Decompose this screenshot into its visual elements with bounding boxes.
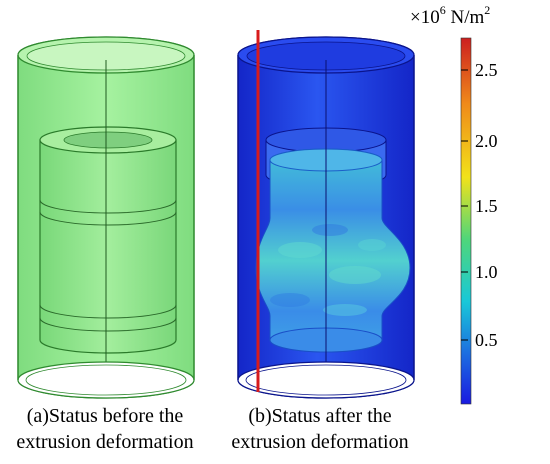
caption-panel-a: (a)Status before the extrusion deformati… — [0, 403, 210, 455]
unit-prefix: ×10 — [410, 7, 440, 28]
unit-suffix: N/m — [445, 7, 485, 28]
colorbar-tick-label: 0.5 — [475, 330, 498, 350]
colorbar-tick-label: 2.0 — [475, 131, 498, 151]
colorbar-gradient — [460, 37, 472, 405]
panel-b-model — [237, 30, 415, 399]
caption-b-line2: extrusion deformation — [231, 431, 409, 453]
colorbar-tick-label: 2.5 — [475, 60, 498, 80]
caption-a-line1: (a)Status before the — [26, 405, 184, 427]
colorbar-tick-label: 1.0 — [475, 262, 498, 282]
colorbar-unit: ×106 N/m2 — [410, 3, 490, 29]
panel-a-model — [17, 36, 195, 399]
caption-a-line2: extrusion deformation — [16, 431, 194, 453]
colorbar-tick-label: 1.5 — [475, 196, 498, 216]
caption-b-line1: (b)Status after the — [248, 405, 392, 427]
unit-exponent: 6 — [439, 3, 446, 17]
caption-panel-b: (b)Status after the extrusion deformatio… — [215, 403, 425, 455]
colorbar — [460, 37, 472, 405]
unit-suffix-exponent: 2 — [484, 3, 491, 17]
